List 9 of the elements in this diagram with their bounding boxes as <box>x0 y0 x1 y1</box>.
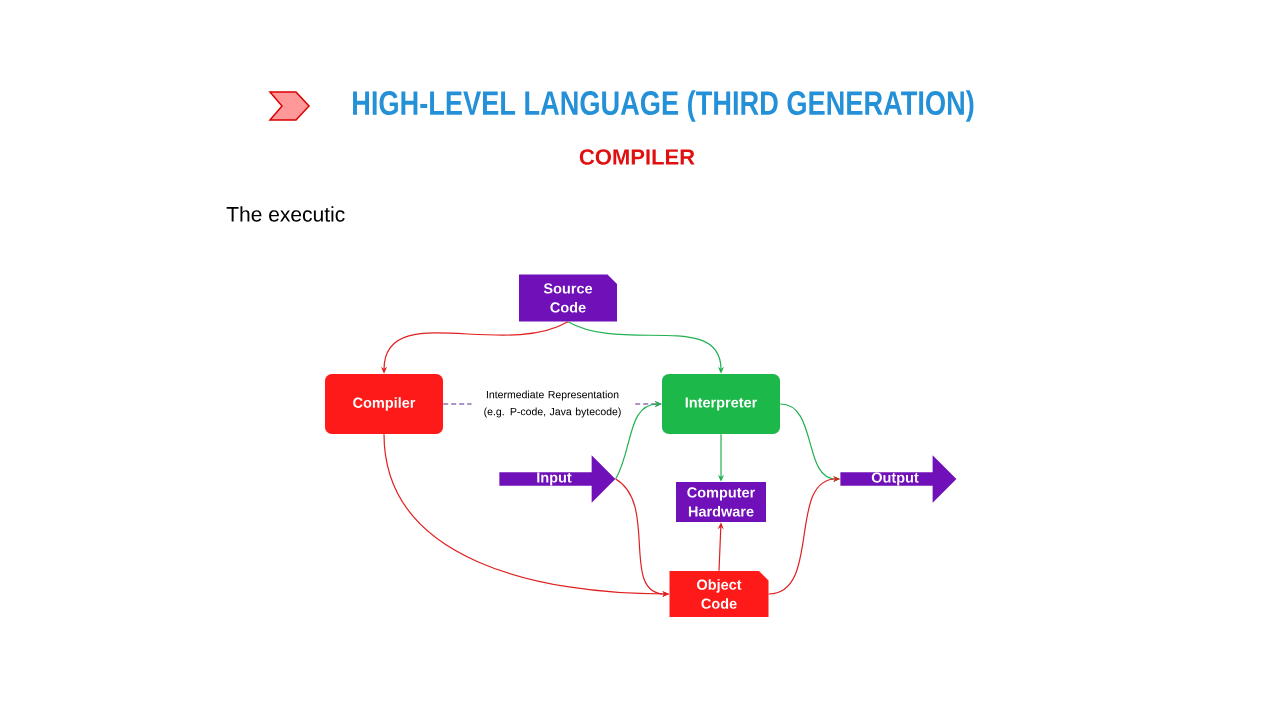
code-box: Object Code <box>669 571 769 617</box>
title: HIGH-LEVEL LANGUAGE (THIRD GENERATION) <box>353 90 974 122</box>
process-box: Compiler <box>325 374 443 434</box>
source-box: Source Code <box>519 274 617 322</box>
subtitle: COMPILER <box>579 149 695 165</box>
hardware-box: Computer Hardware <box>676 482 766 522</box>
body-text: The executic <box>226 206 345 222</box>
edge-label: Intermediate Representation (e.g. P-code, Java bytecode) <box>471 389 634 419</box>
process-box: Interpreter <box>662 374 780 434</box>
